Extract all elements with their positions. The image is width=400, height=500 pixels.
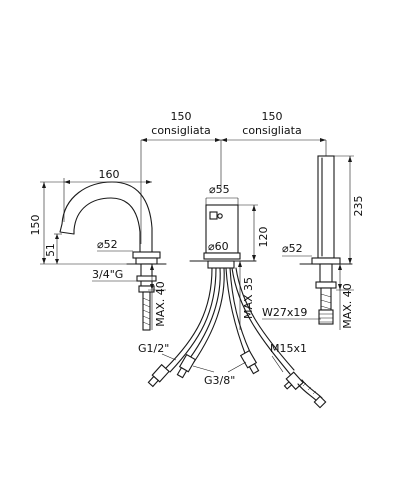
hand-shower-holder (311, 257, 341, 265)
mixer-base-diameter-label: ⌀60 (208, 240, 229, 253)
mixer-lever-pin (217, 213, 223, 219)
hose-thread-leader (271, 355, 284, 373)
shower-height-label: 235 (352, 196, 365, 217)
arrow-head (215, 138, 221, 142)
arrow-head (141, 138, 147, 142)
arrow-head (338, 264, 342, 270)
arrow-head (150, 264, 154, 270)
spout-outlet-tip (59, 223, 75, 235)
spout-height-label: 150 (29, 215, 42, 236)
fitting-mid-right (239, 349, 260, 375)
spout-shank (140, 263, 153, 287)
spout-nut (136, 275, 157, 282)
hose-right-inner (235, 267, 295, 371)
inlet-left-leader (161, 353, 177, 361)
hand-shower-body (317, 155, 335, 259)
spacing-right-note: consigliata (242, 124, 301, 137)
arrow-head (55, 234, 59, 239)
hand-shower-shank (319, 263, 333, 283)
arrow-head (348, 156, 352, 162)
arrow-head (150, 284, 154, 290)
spout-drawing: 160 150 51 ⌀52 3/4"G MAX. 40 (29, 168, 167, 331)
fitting-mid-left (176, 353, 197, 379)
arrow-head (338, 284, 342, 290)
arrow-head (238, 261, 242, 267)
spout-base-collar (135, 257, 158, 265)
arrow-head (64, 180, 70, 184)
hose-end-nut (313, 395, 327, 409)
spout-base-diameter-label: ⌀52 (97, 238, 118, 251)
spacing-left-note: consigliata (151, 124, 210, 137)
arrow-head (252, 255, 256, 261)
inlet-center-leader-left (192, 365, 215, 373)
spout-base-rosette (132, 251, 161, 259)
max-deck-center-label: MAX 35 (242, 277, 255, 319)
hand-shower-nut (315, 281, 337, 289)
mixer-drawing: ⌀55 ⌀60 120 MAX 35 (138, 183, 327, 409)
arrow-head (221, 138, 227, 142)
mixer-mount-nut (207, 260, 235, 269)
arrow-head (146, 180, 152, 184)
hose-mid-right-inner (229, 267, 251, 353)
max-deck-right-label: MAX. 40 (341, 283, 354, 329)
spout-reach-label: 160 (99, 168, 120, 181)
fitting-left (147, 363, 170, 388)
inlet-center-label: G3/8" (204, 374, 235, 387)
hand-shower-drawing: 235 ⌀52 W27x19 MAX. 40 (262, 155, 365, 330)
shower-thread-label: W27x19 (262, 306, 307, 319)
mixer-height-label: 120 (257, 227, 270, 248)
mixer-lever-square (209, 211, 218, 220)
arrow-head (55, 259, 59, 264)
max-deck-left-label: MAX. 40 (154, 281, 167, 327)
hose-mid-right (225, 267, 247, 357)
hose-left-outer (165, 267, 213, 369)
inlet-left-label: G1/2" (138, 342, 169, 355)
spout-outlet-height-label: 51 (45, 243, 57, 256)
spacing-left-value: 150 (171, 110, 192, 123)
arrow-head (252, 205, 256, 211)
hose-thread-label: M15x1 (270, 342, 307, 355)
mixer-base-rosette (203, 252, 241, 260)
hose-mid-left-inner (193, 267, 225, 363)
mixer-top-diameter-label: ⌀55 (209, 183, 230, 196)
arrow-head (348, 258, 352, 264)
hose-mid-left (189, 267, 221, 359)
spacing-right-value: 150 (262, 110, 283, 123)
spacing-dimension-group: 150 consigliata 150 consigliata (140, 110, 327, 244)
arrow-head (42, 258, 46, 264)
spout-supply-pipe (142, 291, 151, 331)
spout-inner-profile (73, 197, 141, 253)
inlet-center-leader-right (227, 361, 247, 373)
hose-left-inner (169, 267, 217, 373)
hose-right-outer (231, 267, 291, 375)
hand-shower-hose-connector (318, 309, 334, 325)
arrow-head (320, 138, 326, 142)
spout-thread-label: 3/4"G (92, 268, 123, 281)
shower-base-diameter-label: ⌀52 (282, 242, 303, 255)
fitting-right (283, 371, 304, 391)
arrow-head (42, 182, 46, 188)
